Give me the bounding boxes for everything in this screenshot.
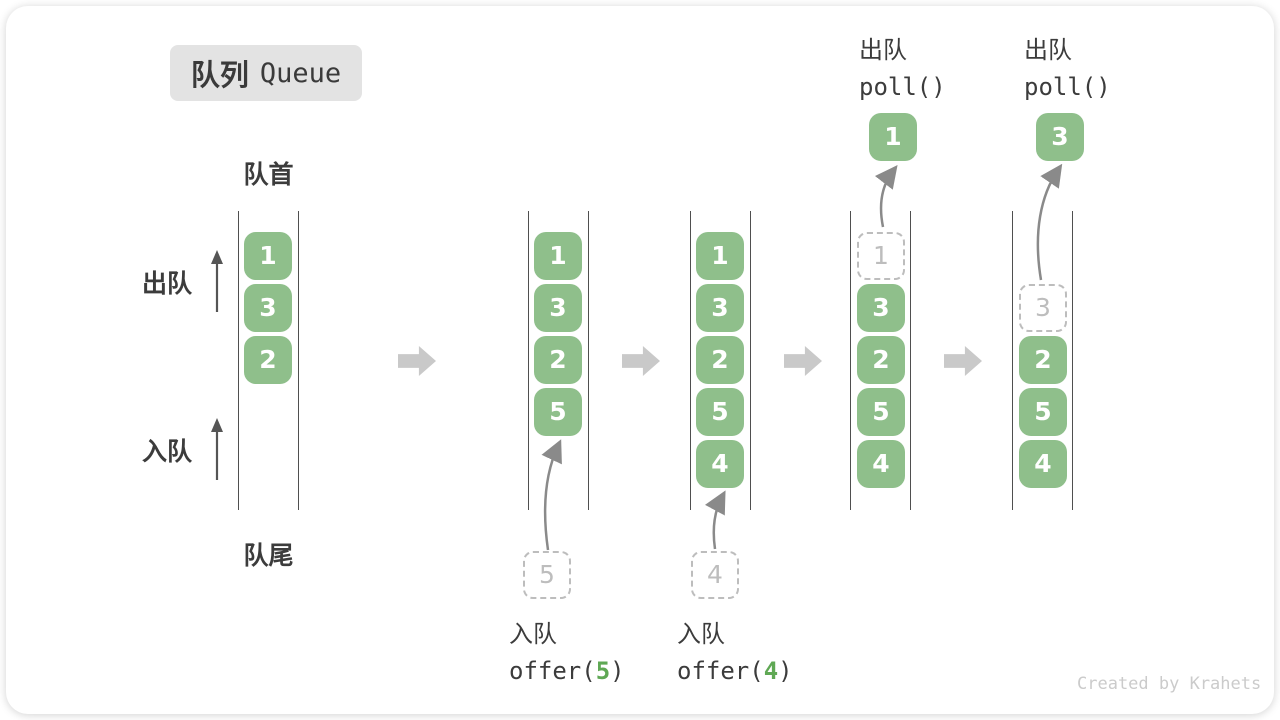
op-enqueue-zh: 入队 xyxy=(677,620,725,648)
op-offer-5-code: offer(5) xyxy=(509,657,625,685)
label-dequeue-side: 出队 xyxy=(142,269,193,298)
label-queue-rear: 队尾 xyxy=(243,541,294,570)
queue-state-4 xyxy=(850,211,911,510)
queue-cell: 3 xyxy=(244,284,292,332)
queue-cell: 4 xyxy=(696,440,744,488)
enqueue-pending-cell: 5 xyxy=(523,551,571,599)
op-dequeue-zh: 出队 xyxy=(859,36,907,64)
op-dequeue-zh: 出队 xyxy=(1024,36,1072,64)
enqueue-path-arrow-icon xyxy=(541,439,562,551)
queue-cell: 4 xyxy=(857,440,905,488)
label-enqueue-side: 入队 xyxy=(142,437,193,466)
dequeued-value-cell: 1 xyxy=(869,113,917,161)
queue-cell: 2 xyxy=(244,336,292,384)
dequeued-slot-cell: 1 xyxy=(857,232,905,280)
enqueue-up-arrow-icon xyxy=(211,418,223,480)
op-enqueue-zh: 入队 xyxy=(509,620,557,648)
op-poll-code: poll() xyxy=(1024,73,1111,101)
queue-cell: 1 xyxy=(696,232,744,280)
op-label-dequeue-poll-1: 出队 poll() xyxy=(859,30,946,101)
title-zh: 队列 xyxy=(190,58,249,92)
dequeued-slot-cell: 3 xyxy=(1019,284,1067,332)
op-poll-code: poll() xyxy=(859,73,946,101)
enqueue-path-arrow-icon xyxy=(704,490,726,550)
queue-cell: 1 xyxy=(534,232,582,280)
queue-cell: 2 xyxy=(1019,336,1067,384)
queue-state-3 xyxy=(690,211,751,510)
title-badge: 队列 Queue xyxy=(170,45,362,101)
queue-cell: 5 xyxy=(1019,388,1067,436)
queue-cell: 3 xyxy=(534,284,582,332)
queue-cell: 5 xyxy=(857,388,905,436)
dequeue-path-arrow-icon xyxy=(1036,163,1063,281)
watermark: Created by Krahets xyxy=(1077,674,1262,694)
label-queue-front: 队首 xyxy=(243,160,294,189)
op-label-dequeue-poll-2: 出队 poll() xyxy=(1024,30,1111,101)
queue-cell: 3 xyxy=(696,284,744,332)
op-label-enqueue-offer-4: 入队 offer(4) xyxy=(677,614,793,685)
queue-cell: 1 xyxy=(244,232,292,280)
queue-cell: 3 xyxy=(857,284,905,332)
enqueue-pending-cell: 4 xyxy=(691,551,739,599)
queue-cell: 5 xyxy=(696,388,744,436)
queue-state-5 xyxy=(1012,211,1073,510)
dequeue-up-arrow-icon xyxy=(211,250,223,312)
op-offer-4-code: offer(4) xyxy=(677,657,793,685)
queue-cell: 5 xyxy=(534,388,582,436)
title-en: Queue xyxy=(259,57,342,89)
queue-cell: 4 xyxy=(1019,440,1067,488)
op-label-enqueue-offer-5: 入队 offer(5) xyxy=(509,614,625,685)
queue-state-2 xyxy=(528,211,589,510)
dequeue-path-arrow-icon xyxy=(874,165,898,228)
queue-state-1 xyxy=(238,211,299,510)
queue-cell: 2 xyxy=(696,336,744,384)
dequeued-value-cell: 3 xyxy=(1036,113,1084,161)
queue-cell: 2 xyxy=(857,336,905,384)
queue-cell: 2 xyxy=(534,336,582,384)
